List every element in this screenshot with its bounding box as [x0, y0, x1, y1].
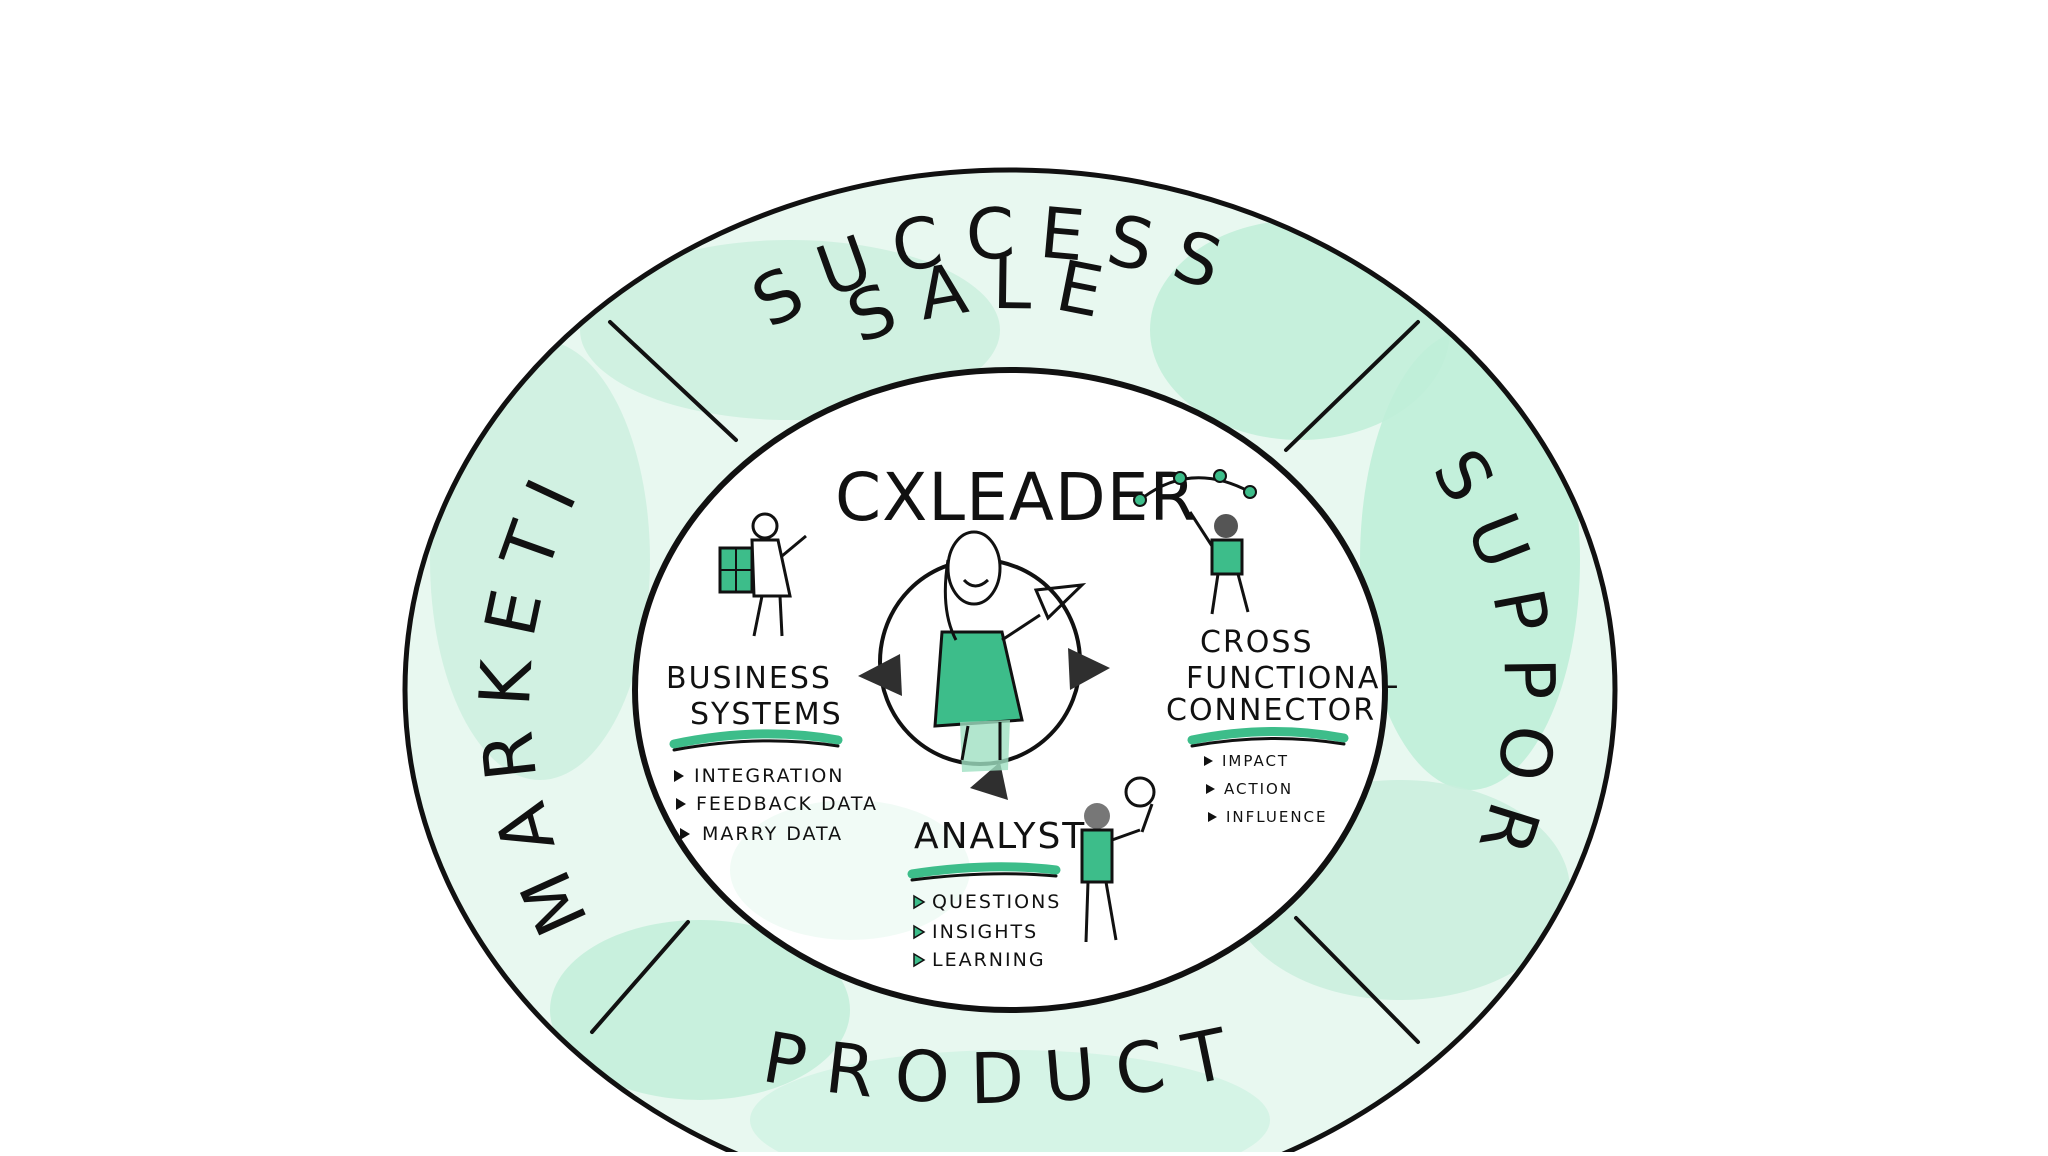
cross-functional-title-line3: CONNECTOR [1166, 693, 1376, 728]
cross-functional-block: CROSS FUNCTIONAL CONNECTOR IMPACT ACTION… [1166, 625, 1399, 826]
segment-dividers [590, 320, 1420, 1044]
analyst-item: INSIGHTS [932, 921, 1038, 943]
business-systems-item: INTEGRATION [694, 765, 844, 787]
analyst-item: QUESTIONS [932, 891, 1061, 913]
cross-functional-item: IMPACT [1222, 752, 1289, 770]
analyst-item: LEARNING [932, 949, 1046, 971]
analyst-block: ANALYST QUESTIONS INSIGHTS LEARNING [907, 816, 1086, 971]
business-systems-item: FEEDBACK DATA [696, 793, 878, 815]
cx-leader-figure-icon [858, 530, 1110, 800]
cross-functional-item: INFLUENCE [1226, 808, 1328, 826]
business-systems-item: MARRY DATA [702, 823, 843, 845]
business-systems-figure-icon [718, 512, 807, 637]
business-systems-block: BUSINESS SYSTEMS INTEGRATION FEEDBACK DA… [666, 661, 878, 845]
business-systems-title-line2: SYSTEMS [690, 697, 843, 732]
cross-functional-item: ACTION [1224, 780, 1293, 798]
cross-functional-title-line2: FUNCTIONAL [1186, 661, 1399, 696]
analyst-figure-icon [1080, 776, 1156, 943]
analyst-title: ANALYST [914, 816, 1086, 857]
inner-ring [632, 367, 1388, 1013]
cross-functional-figure-icon [1133, 469, 1257, 615]
cross-functional-title-line1: CROSS [1200, 625, 1314, 660]
business-systems-title-line1: BUSINESS [666, 661, 832, 696]
outer-ring [402, 167, 1618, 1156]
